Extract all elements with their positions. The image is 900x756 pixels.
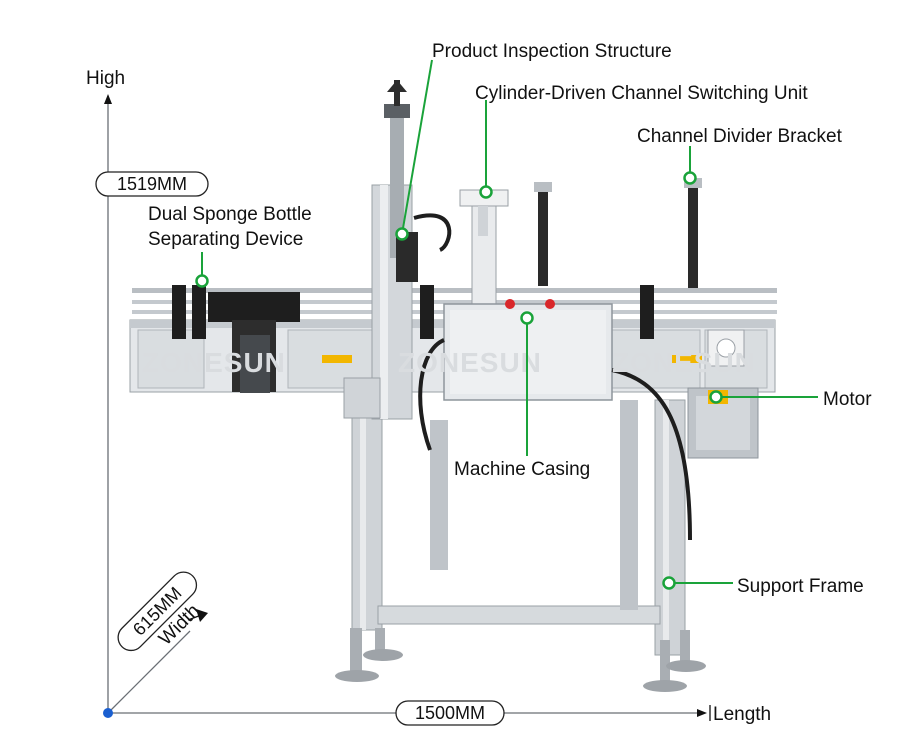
dimension-axes: High Length 1519MM 1500MM 615MM Width [86, 68, 771, 726]
support-frame-legs [335, 399, 706, 692]
callout-dots [195, 171, 723, 590]
callout-cylinder-driven-channel-switching-unit: Cylinder-Driven Channel Switching Unit [475, 83, 808, 104]
sponge-separating-device [172, 285, 300, 393]
length-axis-label: Length [713, 704, 771, 725]
length-dimension-pill [395, 700, 505, 726]
motor-unit [687, 329, 759, 459]
callout-channel-divider-bracket: Channel Divider Bracket [637, 126, 843, 147]
callout-dual-sponge-bottle-line-1: Dual Sponge Bottle [148, 204, 312, 225]
callout-lines [201, 59, 818, 584]
length-dimension-value: 1500MM [415, 703, 485, 723]
callout-motor: Motor [823, 389, 872, 410]
height-dimension-pill [95, 171, 209, 197]
height-dimension-value: 1519MM [117, 174, 187, 194]
guide-bracket [640, 285, 654, 339]
cylinder-switching-unit [459, 189, 509, 317]
watermark-left: ZONESUN [142, 347, 286, 378]
callout-product-inspection-structure: Product Inspection Structure [432, 41, 672, 62]
width-dimension-pill [117, 571, 198, 652]
height-axis-label: High [86, 68, 125, 89]
watermark-center: ZONESUN [398, 347, 542, 378]
channel-divider-posts [534, 178, 702, 288]
callout-machine-casing: Machine Casing [454, 459, 590, 480]
origin-dot [103, 708, 113, 718]
guide-bracket [420, 285, 434, 339]
callout-dual-sponge-bottle-line-2: Separating Device [148, 229, 303, 250]
inspection-column [343, 80, 452, 420]
callout-support-frame: Support Frame [737, 576, 864, 597]
watermark-right: ZONESUN [612, 347, 756, 378]
machine-illustration: ZONESUN ZONESUN ZONESUN [129, 80, 777, 692]
